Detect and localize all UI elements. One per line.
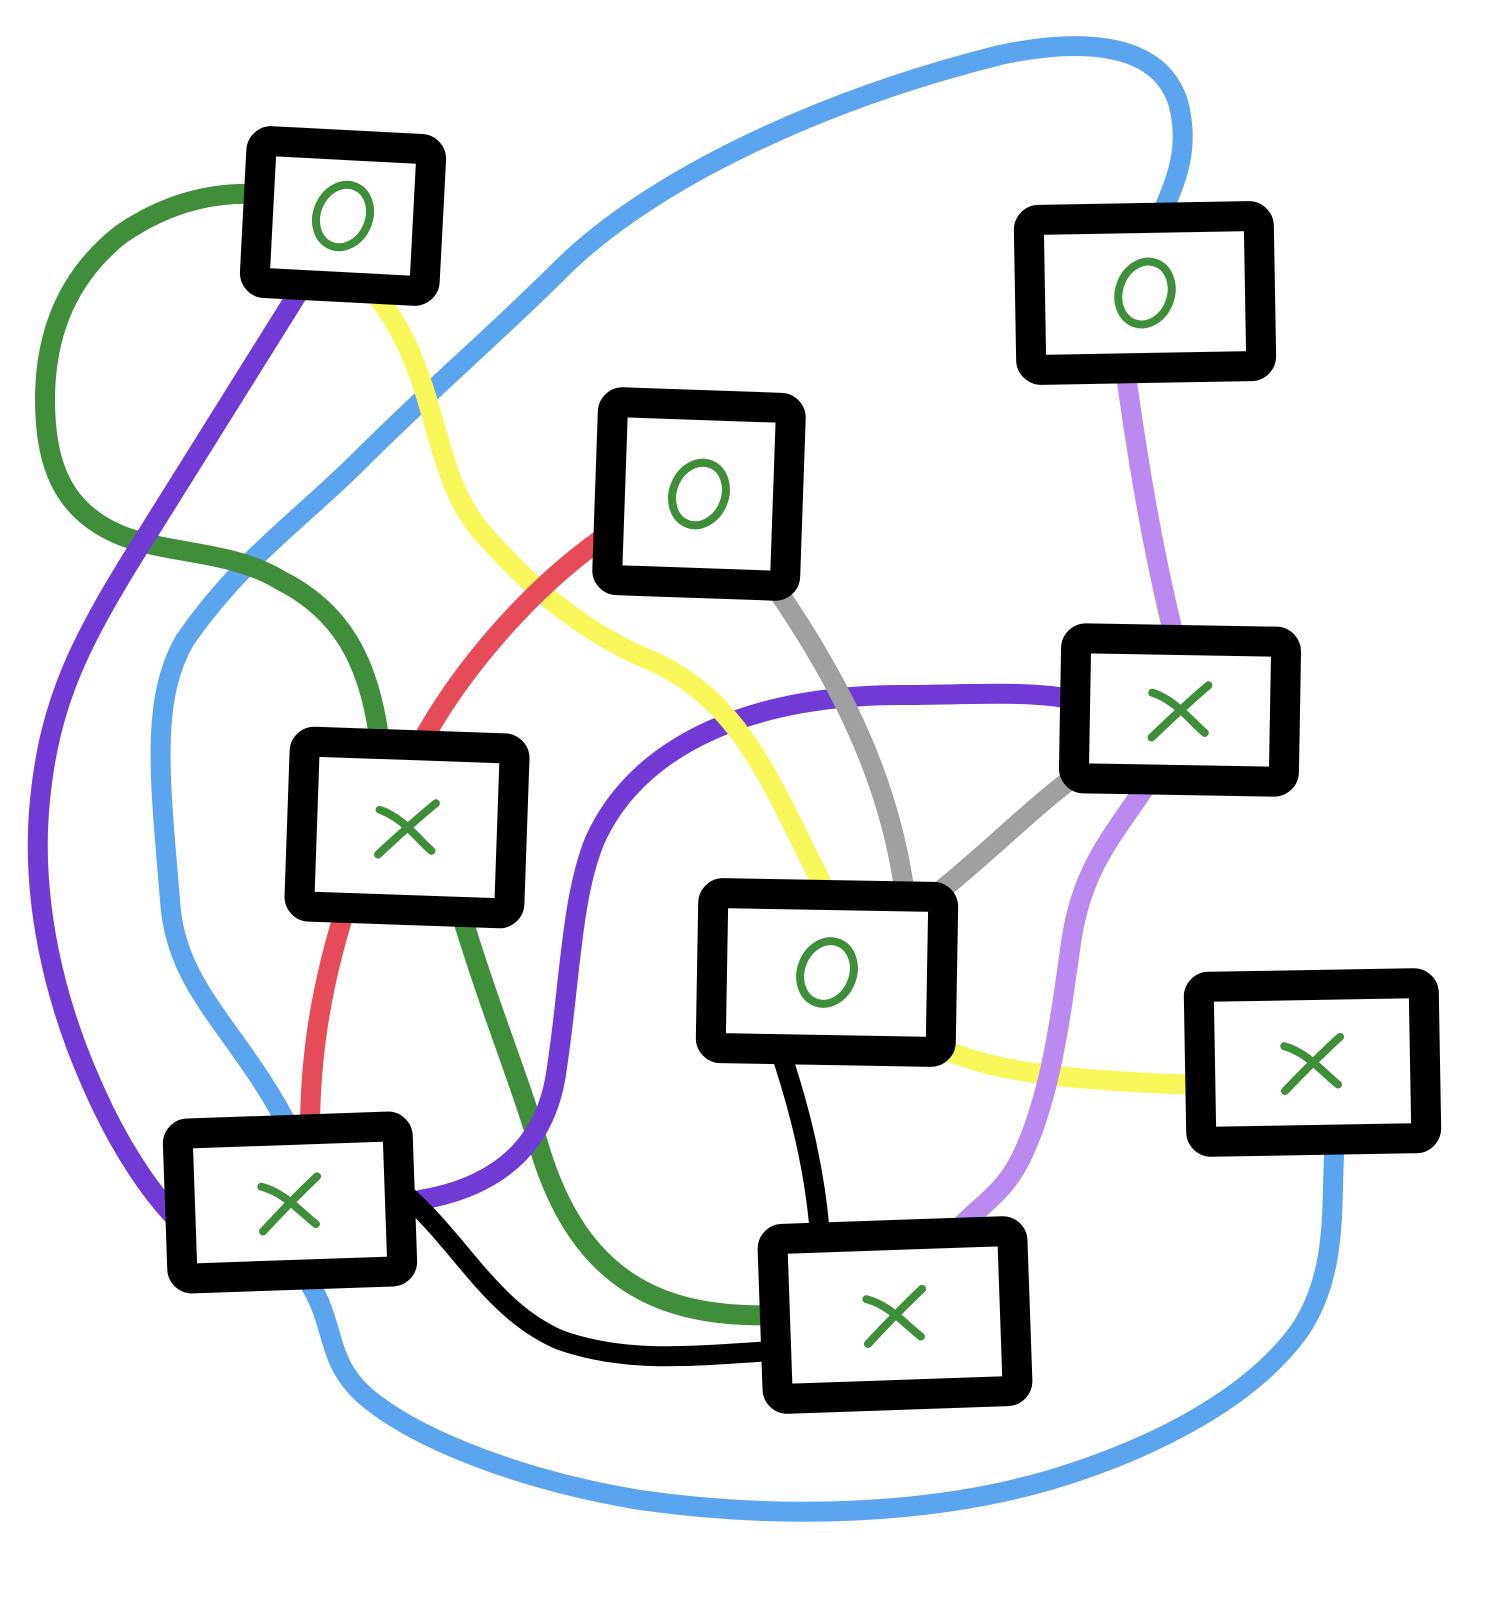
x-mark-icon xyxy=(257,1172,322,1236)
e-blue-a xyxy=(150,36,1193,1140)
o-mark-icon xyxy=(311,180,375,252)
e-red-b xyxy=(300,900,355,1140)
node-n1 xyxy=(239,126,447,306)
node-n2 xyxy=(1013,201,1277,385)
node-box xyxy=(695,878,959,1067)
node-n7 xyxy=(1183,968,1442,1157)
x-mark-icon xyxy=(1147,681,1213,742)
e-black-b xyxy=(390,1180,800,1367)
e-green-a xyxy=(35,183,390,755)
o-mark-icon xyxy=(796,937,858,1008)
e-green-b xyxy=(450,900,790,1326)
e-gray-a xyxy=(760,570,915,905)
e-red-a xyxy=(410,530,610,755)
node-n9 xyxy=(757,1216,1033,1414)
e-lilac-b xyxy=(940,770,1160,1250)
node-box xyxy=(1013,201,1277,385)
x-mark-icon xyxy=(374,799,440,859)
e-purple-b xyxy=(410,683,1085,1210)
node-n6 xyxy=(695,878,959,1067)
e-purple-a xyxy=(27,280,310,1250)
e-gray-b xyxy=(925,770,1080,905)
e-lilac-a xyxy=(1115,358,1185,650)
edge-layer xyxy=(27,36,1345,1522)
o-mark-icon xyxy=(1114,257,1176,329)
x-mark-icon xyxy=(1280,1032,1345,1095)
o-mark-icon xyxy=(668,458,730,530)
node-layer xyxy=(162,126,1442,1414)
node-box xyxy=(592,387,806,601)
e-yellow-a xyxy=(370,290,830,890)
node-n8 xyxy=(162,1111,418,1294)
e-blue-b xyxy=(290,1130,1345,1522)
node-n3 xyxy=(592,387,806,601)
x-mark-icon xyxy=(862,1284,927,1348)
node-n4 xyxy=(1058,623,1302,797)
node-box xyxy=(239,126,447,306)
e-black-a xyxy=(770,1040,830,1245)
node-n5 xyxy=(284,726,530,929)
